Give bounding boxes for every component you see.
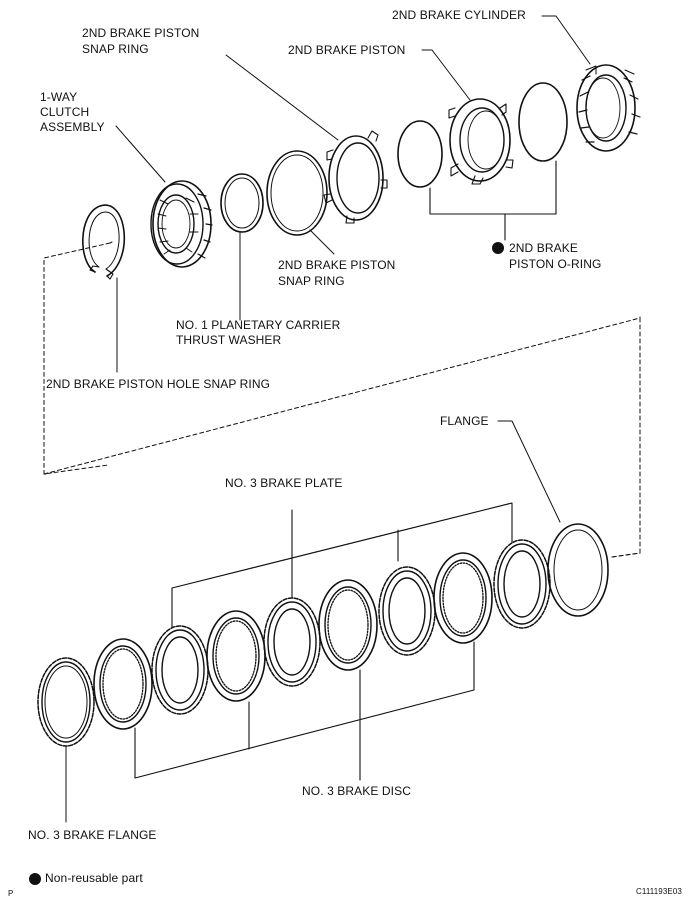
label-piston-snap-ring-mid-line2: SNAP RING — [278, 274, 345, 288]
label-hole-snap-ring: 2ND BRAKE PISTON HOLE SNAP RING — [46, 377, 271, 391]
brake-plate-bracket — [171, 502, 513, 629]
brake-plate-part — [151, 625, 209, 715]
thrust-washer-part — [220, 173, 264, 233]
leader-one-way — [115, 125, 166, 183]
dashed-boundary-upper — [43, 241, 641, 558]
label-no3-brake-flange: NO. 3 BRAKE FLANGE — [28, 828, 157, 842]
leader-cylinder — [541, 15, 591, 65]
label-2nd-brake-piston: 2ND BRAKE PISTON — [288, 43, 406, 57]
corner-mark: P — [8, 889, 14, 898]
legend-non-reusable-part: Non-reusable part — [45, 871, 143, 885]
brake-disc-part — [433, 552, 493, 644]
figure-code: C111193E03 — [636, 887, 682, 896]
label-one-way-clutch-line1: 1-WAY — [40, 90, 78, 104]
label-one-way-clutch-line3: ASSEMBLY — [40, 120, 105, 134]
dashed-diagonal — [43, 317, 641, 475]
brake-disc-part — [318, 579, 378, 671]
label-no3-brake-disc: NO. 3 BRAKE DISC — [302, 784, 411, 798]
legend-marker-icon — [29, 873, 41, 885]
piston-o-ring-large-part — [518, 82, 568, 162]
2nd-brake-piston-part — [448, 98, 514, 185]
label-o-ring-line2: PISTON O-RING — [509, 257, 602, 271]
brake-plate-part — [378, 566, 436, 656]
piston-snap-ring-top-part — [323, 130, 388, 224]
label-piston-snap-ring-mid-line1: 2ND BRAKE PISTON — [278, 258, 396, 272]
label-2nd-brake-cylinder: 2ND BRAKE CYLINDER — [392, 8, 526, 22]
label-thrust-washer-line2: THRUST WASHER — [176, 333, 282, 347]
label-piston-snap-ring-top-line1: 2ND BRAKE PISTON — [82, 26, 200, 40]
label-one-way-clutch-line2: CLUTCH — [40, 105, 90, 119]
leader-snap-ring-mid — [309, 229, 335, 255]
brake-plate-part — [263, 597, 321, 687]
o-ring-leader — [429, 160, 557, 241]
leader-snap-ring-top — [225, 54, 339, 141]
piston-o-ring-small-part — [397, 120, 443, 188]
leader-piston — [421, 49, 471, 101]
2nd-brake-cylinder-part — [576, 64, 641, 152]
non-reusable-marker-icon — [492, 242, 504, 254]
piston-snap-ring-mid-part — [266, 150, 328, 236]
dashed-boundary — [43, 242, 641, 558]
label-flange: FLANGE — [440, 414, 489, 428]
brake-disc-part — [206, 610, 266, 702]
label-no3-brake-plate: NO. 3 BRAKE PLATE — [225, 476, 343, 490]
brake-disc-part — [93, 638, 153, 730]
brake-plate-part — [493, 539, 551, 629]
brake-flange-part — [37, 657, 95, 747]
flange-part — [547, 523, 609, 617]
brake-disc-bracket — [134, 641, 475, 781]
label-thrust-washer-line1: NO. 1 PLANETARY CARRIER — [176, 318, 341, 332]
label-o-ring-line1: 2ND BRAKE — [509, 241, 578, 255]
one-way-clutch-part — [150, 180, 213, 268]
label-piston-snap-ring-top-line2: SNAP RING — [82, 42, 149, 56]
hole-snap-ring-part — [82, 204, 126, 280]
leader-flange — [497, 420, 561, 523]
